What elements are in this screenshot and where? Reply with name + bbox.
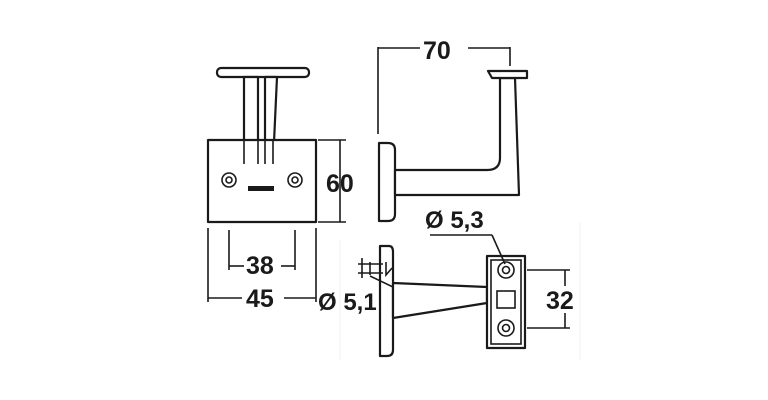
bottom-hole-top [497,261,515,279]
side-arm [393,76,521,197]
dim-5-1-label: Ø 5,1 [318,289,377,316]
bottom-hole-top-inner [501,265,511,275]
bottom-wall-plate [378,244,395,358]
front-stem-lower [243,140,274,164]
bottom-mount-plate-inner [490,259,522,345]
bottom-view: Ø 5,3 32 Ø 5,1 [318,207,574,358]
front-base-plate [206,138,318,224]
bottom-hole-bottom [497,319,515,337]
dim-38-label: 38 [246,252,274,280]
dim-45-label: 45 [246,285,274,313]
side-wall-plate [377,141,397,223]
bottom-bolt [358,258,393,278]
front-hole-right [287,172,303,188]
bottom-bolt-arrow [369,275,396,289]
bottom-hole-bottom-inner [501,323,511,333]
bottom-square [496,290,516,309]
panel-frames [339,222,581,360]
bottom-mount-plate [485,254,527,350]
side-view: 70 [377,37,529,223]
bottom-arm [391,281,489,320]
dim-32-label: 32 [546,287,574,315]
front-hole-left [221,172,237,188]
front-saddle [215,66,311,79]
front-slot [248,186,274,191]
dim-60-label: 60 [326,170,354,198]
front-view: 60 38 45 [206,66,354,313]
dim-5-3-label: Ø 5,3 [425,207,484,234]
side-saddle [486,69,529,80]
front-hole-right-inner [291,176,299,184]
dim-70-label: 70 [423,37,451,65]
dim53-leader-diag [491,234,506,265]
front-hole-left-inner [225,176,233,184]
